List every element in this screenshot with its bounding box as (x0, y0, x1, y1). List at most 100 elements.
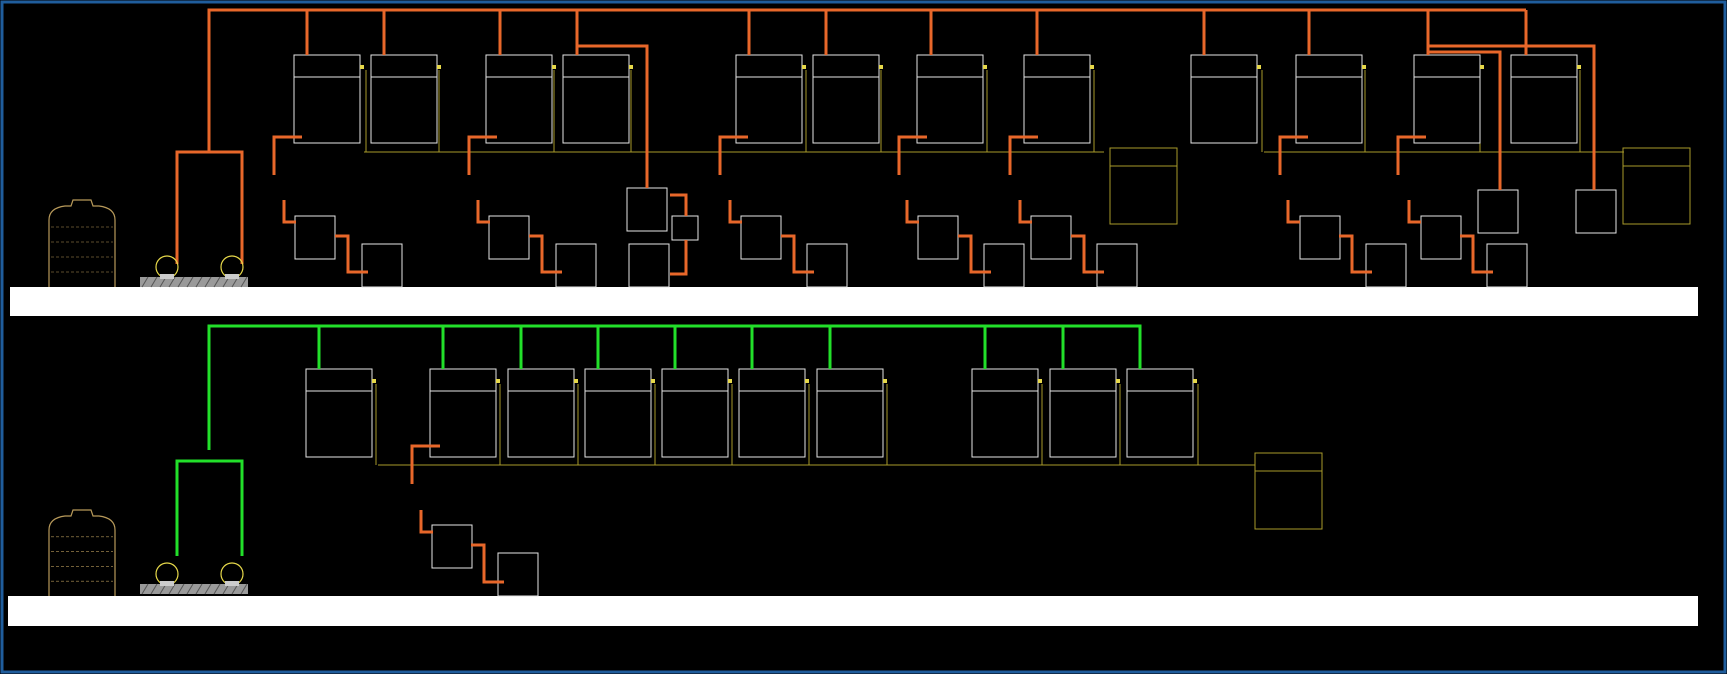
tank-outline (48, 199, 116, 287)
pump-base-hatch (213, 276, 221, 288)
hot-pump-loop (175, 150, 244, 264)
return-cabinet (1109, 147, 1178, 225)
unit-fitting (1116, 379, 1120, 383)
unit-fitting (629, 65, 633, 69)
storage-tank-lower (48, 509, 116, 596)
unit-body (562, 54, 630, 144)
unit-fitting (883, 379, 887, 383)
pump-base-hatch (186, 583, 194, 595)
unit-body (1295, 54, 1363, 144)
hot-zig (1460, 234, 1493, 274)
hot-stub-arm (718, 135, 748, 175)
hot-branch (577, 44, 649, 188)
unit-body (1413, 54, 1481, 144)
unit-fitting (1577, 65, 1581, 69)
pump-foot (160, 274, 174, 279)
unit-fitting (1090, 65, 1094, 69)
return-cabinet (1254, 452, 1323, 530)
hot-zig (419, 510, 433, 534)
fixture-box (628, 243, 670, 288)
unit-body (971, 368, 1039, 458)
pump-base-hatch (204, 583, 212, 595)
unit-fitting (1480, 65, 1484, 69)
water-heater-unit (562, 54, 630, 144)
water-heater-unit (661, 368, 729, 458)
water-heater-unit (971, 368, 1039, 458)
water-heater-unit (293, 54, 361, 144)
unit-body (485, 54, 553, 144)
water-heater-unit (1510, 54, 1578, 144)
fixture-box (983, 243, 1025, 288)
hot-stub-arm (272, 135, 302, 175)
unit-fitting (1362, 65, 1366, 69)
pump-foot (225, 274, 239, 279)
water-heater-unit (429, 368, 497, 458)
water-heater-unit (305, 368, 373, 458)
pump-base-hatch (195, 583, 203, 595)
pump-base-hatch (195, 276, 203, 288)
hot-zig (1286, 200, 1300, 224)
unit-body (293, 54, 361, 144)
unit-fitting (879, 65, 883, 69)
pump-base-hatch (204, 276, 212, 288)
hot-zig (958, 234, 991, 274)
unit-fitting (651, 379, 655, 383)
unit-fitting (372, 379, 376, 383)
water-heater-unit (1295, 54, 1363, 144)
unit-body (812, 54, 880, 144)
unit-body (916, 54, 984, 144)
pump-set-upper (140, 255, 248, 288)
fixture-box (1365, 243, 1407, 288)
water-heater-unit (816, 368, 884, 458)
unit-fitting (805, 379, 809, 383)
unit-fitting (496, 379, 500, 383)
unit-fitting (1257, 65, 1261, 69)
unit-fitting (574, 379, 578, 383)
fixture-box (1486, 243, 1528, 288)
water-heater-unit (1190, 54, 1258, 144)
water-heater-unit (1413, 54, 1481, 144)
return-cabinet (1622, 147, 1691, 225)
hot-zig (670, 193, 688, 216)
unit-fitting (983, 65, 987, 69)
hot-stub-arm (1008, 135, 1038, 175)
unit-body (661, 368, 729, 458)
hot-branch (1428, 50, 1502, 190)
hot-stub-arm (897, 135, 927, 175)
pump-foot (160, 581, 174, 586)
hot-zig (905, 200, 919, 224)
water-heater-unit (735, 54, 803, 144)
pump-base-hatch (150, 583, 158, 595)
tank-outline (48, 509, 116, 596)
unit-body (1126, 368, 1194, 458)
hot-stub-arm (1278, 135, 1308, 175)
water-heater-unit (916, 54, 984, 144)
hot-zig (529, 234, 562, 274)
hot-zig (282, 200, 296, 224)
unit-fitting (1038, 379, 1042, 383)
hot-stub-arm (467, 135, 497, 175)
water-heater-unit (584, 368, 652, 458)
pump-set-lower (140, 562, 248, 595)
unit-fitting (728, 379, 732, 383)
water-heater-unit (1023, 54, 1091, 144)
unit-body (1510, 54, 1578, 144)
hot-zig (1071, 234, 1104, 274)
hot-stub-arm (410, 444, 440, 484)
fixture-box (361, 243, 403, 288)
hot-zig (728, 200, 742, 224)
water-heater-unit (1049, 368, 1117, 458)
water-heater-unit (1126, 368, 1194, 458)
pump-base-hatch (213, 583, 221, 595)
unit-fitting (1193, 379, 1197, 383)
water-heater-unit (812, 54, 880, 144)
unit-body (370, 54, 438, 144)
water-heater-unit (507, 368, 575, 458)
pump-base-hatch (141, 276, 149, 288)
pump-base-hatch (186, 276, 194, 288)
unit-body (816, 368, 884, 458)
hot-stub-arm (1396, 135, 1426, 175)
